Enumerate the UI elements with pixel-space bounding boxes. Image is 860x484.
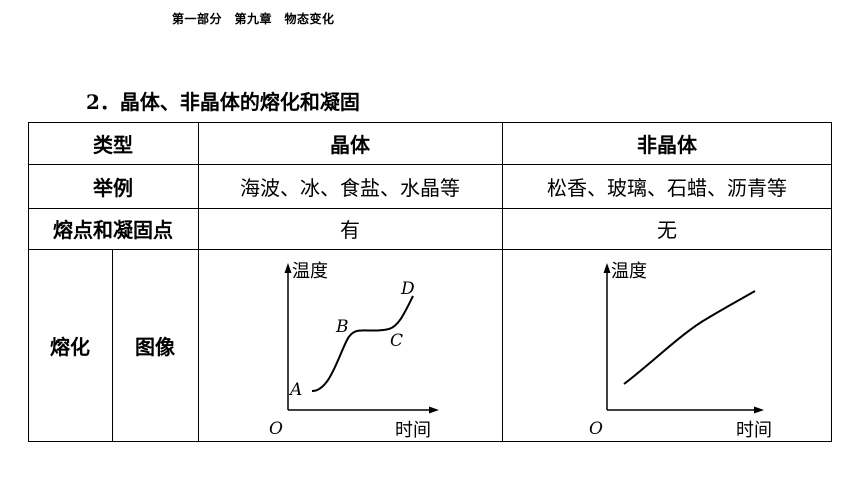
x-axis-label: 时间 (736, 420, 772, 441)
page-header: 第一部分 第九章 物态变化 (172, 12, 335, 26)
x-axis-arrow (754, 406, 764, 414)
amorphous-curve (623, 290, 756, 385)
origin-label: O (589, 419, 603, 439)
amorphous-melting-graph: 温度 时间 O (589, 261, 772, 441)
x-axis-arrow (429, 406, 439, 414)
header-type: 类型 (93, 132, 133, 157)
amorphous-examples: 松香、玻璃、石蜡、沥青等 (547, 175, 787, 200)
y-axis-arrow (284, 263, 292, 273)
point-b-label: B (335, 317, 349, 337)
section-title-text: 晶体、非晶体的熔化和凝固 (119, 90, 360, 114)
crystal-curve (311, 295, 414, 392)
section-title: 2．晶体、非晶体的熔化和凝固 (86, 86, 360, 115)
x-axis-label: 时间 (395, 420, 431, 441)
y-axis-arrow (603, 263, 611, 273)
y-axis-label: 温度 (611, 261, 647, 282)
origin-label: O (269, 419, 283, 439)
comparison-table: 类型 晶体 非晶体 举例 海波、冰、食盐、水晶等 松香、玻璃、石蜡、沥青等 熔点… (28, 122, 832, 442)
point-a-label: A (288, 380, 302, 400)
section-number: 2． (86, 90, 120, 114)
label-melting: 熔化 (50, 334, 90, 359)
label-example: 举例 (93, 175, 133, 200)
point-d-label: D (400, 279, 415, 299)
crystal-has-point: 有 (340, 218, 360, 242)
amorphous-no-point: 无 (657, 218, 677, 242)
crystal-melting-graph: 温度 时间 O A B C D (269, 261, 439, 441)
y-axis-label: 温度 (292, 261, 328, 282)
header-crystal: 晶体 (330, 132, 370, 157)
header-amorphous: 非晶体 (637, 132, 697, 157)
crystal-examples: 海波、冰、食盐、水晶等 (240, 175, 460, 200)
label-melting-point: 熔点和凝固点 (53, 218, 173, 242)
label-graph: 图像 (135, 334, 175, 359)
point-c-label: C (390, 331, 403, 351)
